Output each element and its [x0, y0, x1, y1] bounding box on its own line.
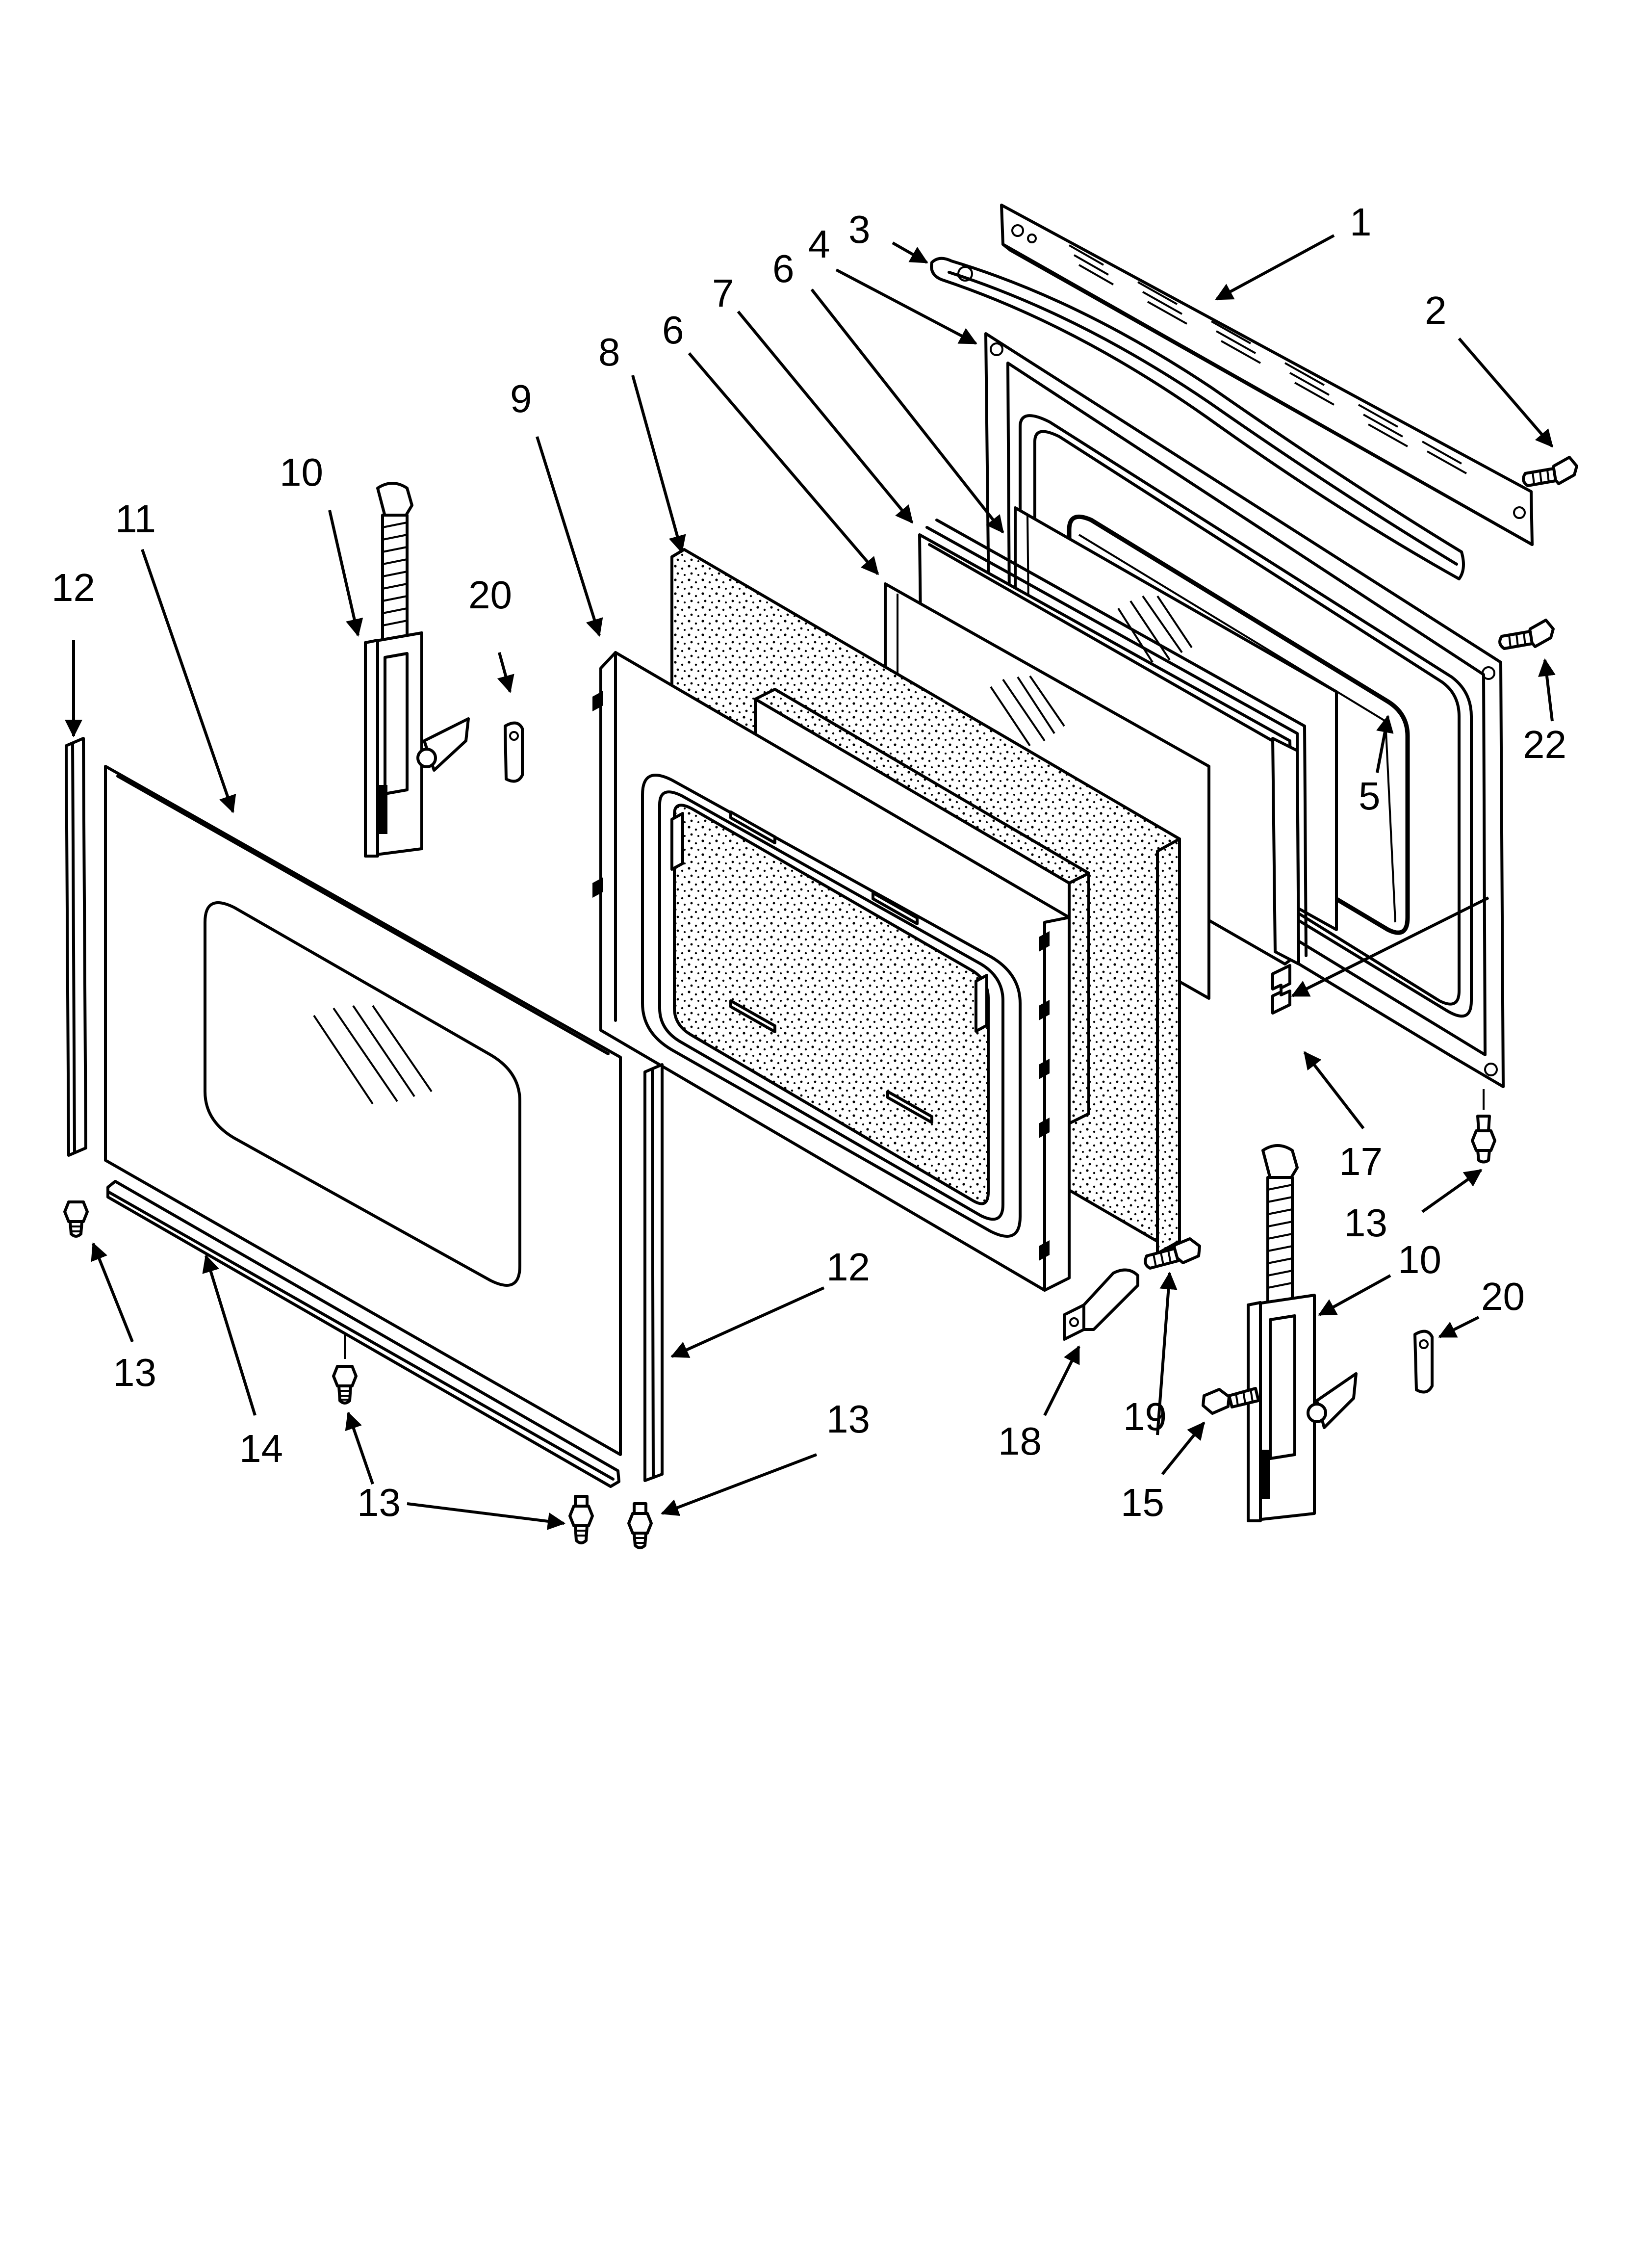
part-13-screw-bottom-center [332, 1334, 358, 1405]
callout-13-right: 13 [1344, 1201, 1387, 1245]
callout-1: 1 [1350, 200, 1372, 244]
callout-10-right: 10 [1398, 1238, 1441, 1281]
part-12-side-trim-left [65, 737, 87, 1157]
callout-17: 17 [1339, 1140, 1383, 1183]
part-3-door-handle [930, 257, 1465, 580]
callout-22: 22 [1523, 723, 1566, 766]
callout-7: 7 [712, 271, 734, 315]
callout-12-left: 12 [51, 566, 95, 609]
part-9-inner-door-liner [592, 651, 1071, 1292]
callout-3: 3 [848, 208, 871, 251]
callout-13-bottom: 13 [357, 1481, 401, 1524]
part-13-screw-lower-left [63, 1200, 89, 1238]
callout-20-right: 20 [1481, 1275, 1525, 1318]
callout-11: 11 [115, 497, 156, 541]
vent-slots [1069, 244, 1467, 474]
part-10-hinge-left [364, 482, 470, 858]
callout-5: 5 [1359, 774, 1381, 818]
part-13-screw-bottom-right-a [568, 1495, 594, 1544]
part-20-tab-right [1413, 1330, 1434, 1394]
part-22-screw [1498, 619, 1555, 650]
part-18-bracket [1063, 1268, 1139, 1341]
callout-10-left: 10 [280, 450, 323, 494]
callout-9: 9 [510, 377, 532, 420]
part-11-outer-door-glass [104, 765, 622, 1456]
callout-20-left: 20 [468, 573, 512, 617]
callout-6-rear: 6 [772, 247, 795, 290]
part-20-tab-left [504, 721, 524, 783]
callout-6-front: 6 [662, 308, 684, 352]
part-2-screw [1522, 456, 1578, 487]
leader-lines [65, 234, 1556, 1530]
callout-19: 19 [1123, 1395, 1167, 1438]
callout-8: 8 [598, 330, 620, 374]
part-15-screw [1202, 1387, 1260, 1415]
part-10-hinge-right [1247, 1144, 1358, 1522]
callout-18: 18 [998, 1419, 1042, 1463]
callout-2: 2 [1425, 288, 1447, 332]
part-14-bottom-trim [106, 1180, 620, 1488]
callout-12-right: 12 [826, 1245, 870, 1289]
callout-4: 4 [808, 222, 830, 266]
part-12-side-trim-right [643, 1063, 664, 1482]
part-1-vent-trim-panel [1000, 204, 1534, 546]
callout-14: 14 [239, 1427, 283, 1470]
part-13-screw-bottom-right-b [627, 1502, 653, 1549]
callout-13-left: 13 [113, 1351, 156, 1394]
part-17-clip [1271, 964, 1291, 1015]
callout-labels: 1 2 3 4 5 6 6 7 8 9 10 10 11 12 12 13 13… [51, 200, 1566, 1524]
callout-13-bottom-right: 13 [826, 1397, 870, 1441]
part-19-screw [1144, 1237, 1201, 1270]
part-13-screw-right [1471, 1089, 1496, 1164]
callout-15: 15 [1121, 1481, 1164, 1524]
